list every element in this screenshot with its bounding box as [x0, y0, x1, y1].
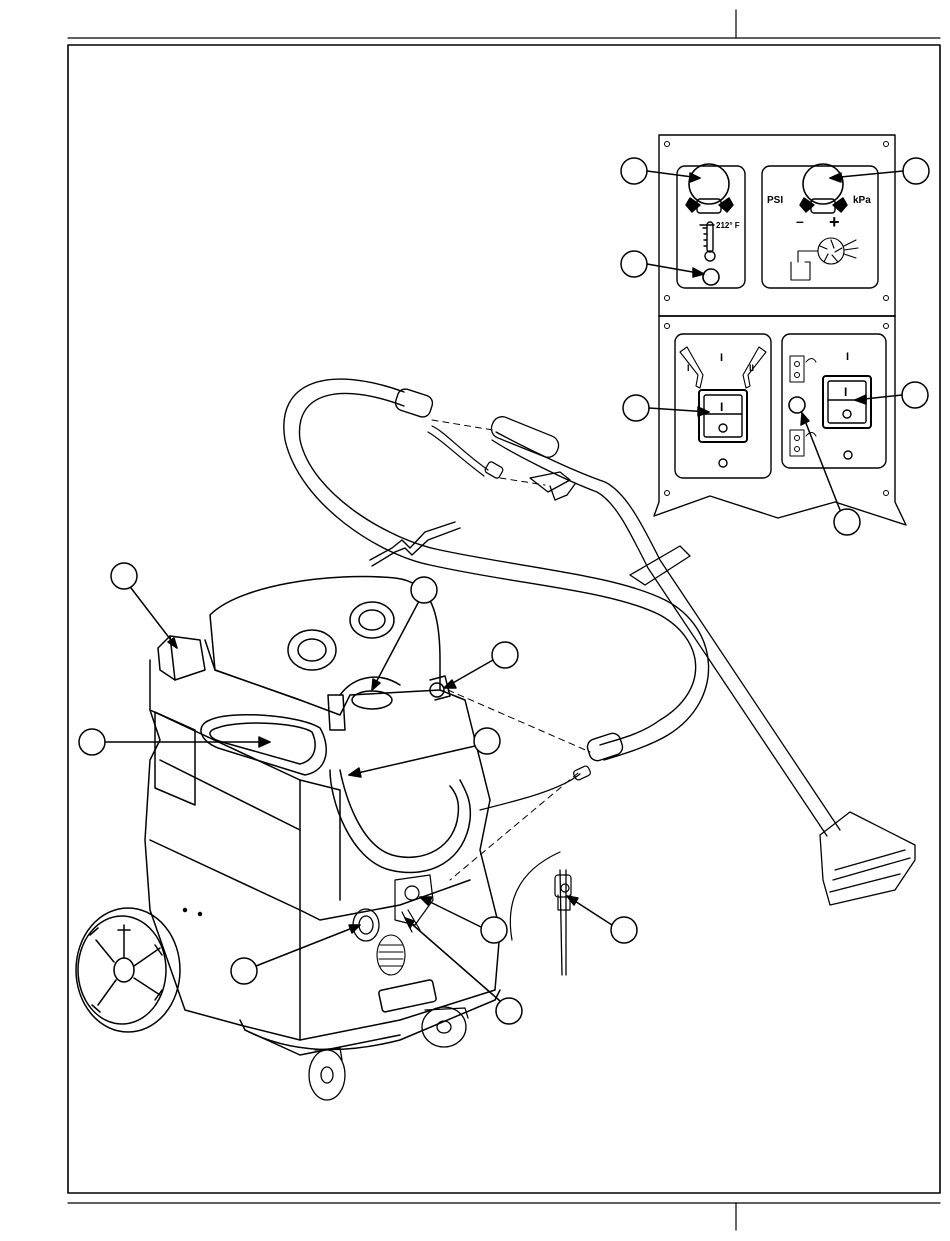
heater-switch-plate: I I II I	[675, 334, 771, 478]
plus-sign: +	[829, 212, 840, 232]
switch-bracket-left	[680, 347, 703, 388]
temperature-plate: 212° F	[677, 164, 745, 288]
heater-switch-screw	[719, 459, 727, 467]
callout-handle	[111, 563, 177, 648]
grill-vent	[377, 935, 405, 975]
thermometer-icon	[700, 222, 715, 261]
callout-detail-valve	[567, 896, 637, 943]
callout-recovery-tray	[79, 729, 270, 755]
switch-mark-center: I	[720, 352, 723, 364]
callout-water-inlet	[231, 925, 360, 984]
page-footer	[68, 1203, 940, 1230]
rocker-mark-right: I	[844, 385, 847, 399]
minus-sign: –	[796, 213, 804, 229]
callout-heater-switch	[623, 395, 709, 421]
temperature-mark: 212° F	[716, 221, 740, 230]
hose-cuff-top	[393, 387, 434, 419]
temperature-knob	[686, 164, 733, 213]
pressure-knob	[800, 164, 847, 213]
switch-mark-left: I	[687, 363, 690, 373]
outlet-icon-top	[790, 356, 816, 382]
callout-drain-hose	[349, 728, 500, 777]
pressure-unit-left: PSI	[767, 195, 783, 206]
control-panel: 212° F PSI kPa – +	[654, 135, 906, 525]
pump-switch-screw	[844, 451, 852, 459]
callout-heater-light	[621, 251, 704, 277]
rocker-mark-left: I	[720, 400, 723, 414]
callout-temperature-knob	[621, 158, 700, 184]
page-header	[68, 10, 940, 38]
switch-bracket-right	[743, 347, 766, 388]
extractor-body	[145, 577, 500, 1055]
callout-hose-fitting	[444, 642, 518, 688]
detail-view	[510, 852, 571, 975]
cleaning-wand	[488, 414, 915, 905]
outlet-icon-bottom	[790, 430, 816, 456]
callout-pressure-knob	[830, 158, 929, 184]
rear-wheel	[76, 908, 180, 1032]
hose-cuff-bottom	[585, 731, 624, 762]
solution-hose	[428, 426, 591, 810]
pressure-plate: PSI kPa – +	[762, 164, 878, 288]
callout-power-light	[801, 413, 860, 535]
heater-rocker-switch[interactable]: I	[699, 390, 747, 442]
switch-mark-right: II	[749, 363, 754, 373]
callout-recovery-lid	[372, 577, 437, 690]
aux-mark: I	[846, 351, 849, 363]
heater-light	[703, 269, 719, 285]
power-indicator-light	[789, 397, 805, 413]
pump-switch-plate: I I	[782, 334, 886, 468]
front-caster-left	[309, 1048, 345, 1100]
pressure-unit-right: kPa	[853, 195, 871, 206]
front-caster-right	[422, 1007, 468, 1047]
pump-icon	[791, 238, 858, 280]
